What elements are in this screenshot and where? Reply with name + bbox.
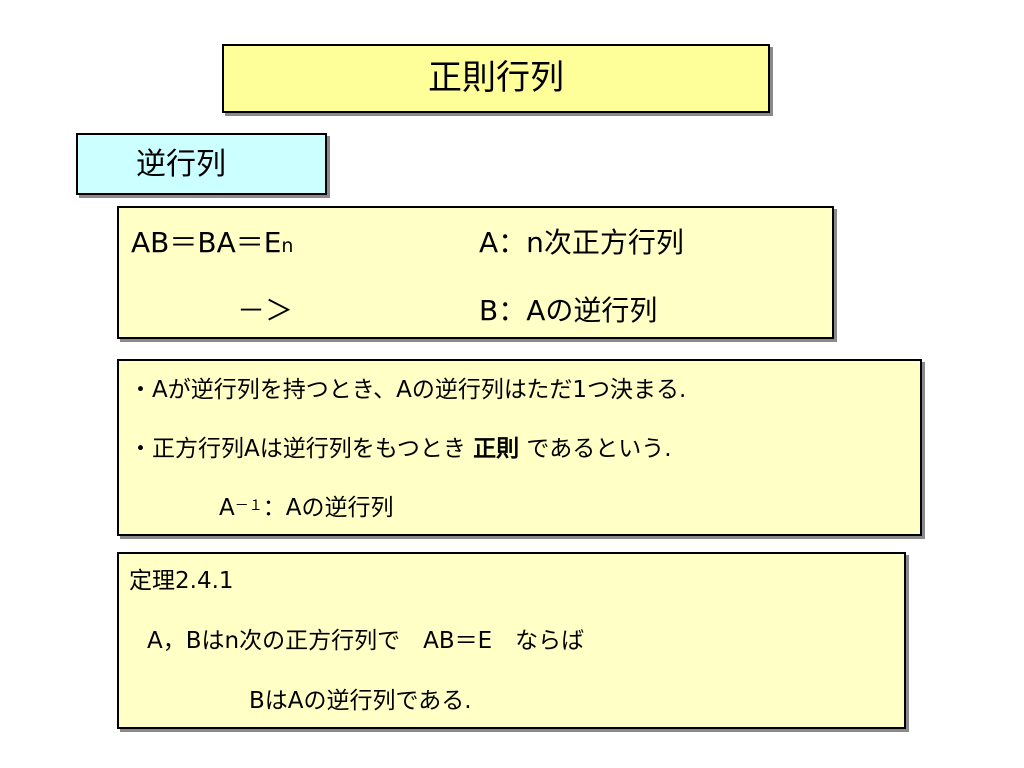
subtitle-box: 逆行列 xyxy=(76,133,327,195)
page-title: 正則行列 xyxy=(428,58,564,98)
regular-term: 正則 xyxy=(473,436,520,462)
property-regular-pre: ・正方行列Aは逆行列をもつとき xyxy=(129,436,474,462)
inverse-description: ：Aの逆行列 xyxy=(262,495,394,521)
theorem-box: 定理2.4.1 A，Bはn次の正方行列で AB＝E ならば BはAの逆行列である… xyxy=(117,552,906,729)
equation-main: AB＝BA＝E xyxy=(131,226,282,259)
theorem-statement: A，Bはn次の正方行列で AB＝E ならば xyxy=(147,628,585,654)
inverse-base: A xyxy=(219,495,235,521)
inverse-exponent: －１ xyxy=(234,498,263,514)
property-regular-post: であるという. xyxy=(519,436,672,462)
definition-box: AB＝BA＝En A：n次正方行列 －＞ B：Aの逆行列 xyxy=(117,206,834,339)
section-subtitle: 逆行列 xyxy=(136,147,226,182)
arrow-symbol: －＞ xyxy=(237,294,294,327)
title-box: 正則行列 xyxy=(222,44,770,113)
definition-equation: AB＝BA＝En xyxy=(131,226,293,263)
property-regular-definition: ・正方行列Aは逆行列をもつとき 正則 であるという. xyxy=(129,434,672,464)
matrix-a-description: A：n次正方行列 xyxy=(479,226,684,259)
theorem-heading: 定理2.4.1 xyxy=(129,568,234,594)
properties-box: ・Aが逆行列を持つとき、Aの逆行列はただ1つ決まる. ・正方行列Aは逆行列をもつ… xyxy=(117,359,922,536)
theorem-conclusion: BはAの逆行列である. xyxy=(249,688,472,714)
matrix-b-description: B：Aの逆行列 xyxy=(479,294,658,327)
property-uniqueness: ・Aが逆行列を持つとき、Aの逆行列はただ1つ決まる. xyxy=(129,377,687,403)
inverse-notation: A－１：Aの逆行列 xyxy=(219,493,393,523)
equation-subscript: n xyxy=(281,235,294,257)
